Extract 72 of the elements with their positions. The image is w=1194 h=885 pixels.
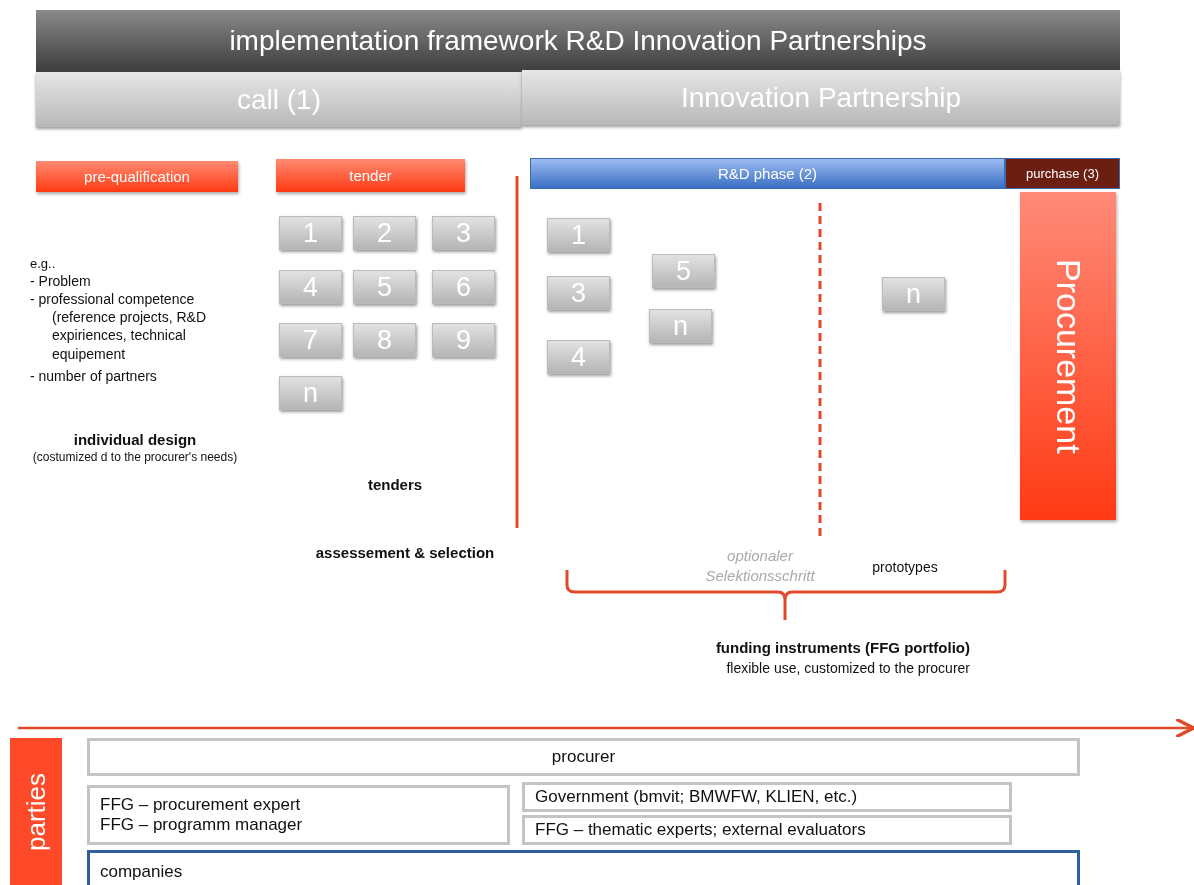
numbered-tile: [547, 218, 610, 252]
annotation-text: - Problem: [30, 272, 92, 291]
node-text: purchase (3): [1026, 166, 1099, 181]
phase-header: [522, 70, 1120, 125]
numbered-tile: [432, 270, 495, 304]
annotation-text: - number of partners: [30, 367, 158, 386]
phase-step-bar: [36, 161, 238, 192]
node-text: 6: [456, 271, 471, 303]
procurement-bar: [1020, 192, 1116, 520]
node-text: 2: [377, 217, 392, 249]
party-box: [87, 738, 1080, 776]
annotation-text: individual design: [72, 430, 198, 450]
node-text: 4: [571, 341, 586, 373]
node-text: n: [673, 310, 688, 342]
phase-step-bar: [530, 158, 1005, 189]
phase-header: [36, 72, 522, 127]
node-text: FFG – thematic experts; external evaluators: [535, 820, 866, 840]
node-text: FFG – procurement expert: [100, 795, 301, 815]
node-text: 8: [377, 324, 392, 356]
annotation-text: tenders: [366, 475, 424, 495]
party-box: [522, 815, 1012, 845]
numbered-tile: [432, 323, 495, 357]
node-text: FFG – programm manager: [100, 815, 303, 835]
node-text: n: [303, 377, 318, 409]
numbered-tile: [353, 323, 416, 357]
numbered-tile: [279, 216, 342, 250]
node-text: pre-qualification: [84, 168, 190, 185]
numbered-tile: [279, 270, 342, 304]
party-box: [87, 850, 1080, 885]
title-bar: implementation framework R&D Innovation Partnerships: [36, 10, 1120, 72]
numbered-tile: [652, 254, 715, 288]
node-text: Innovation Partnership: [680, 81, 962, 114]
node-text: 5: [377, 271, 392, 303]
node-text: Procurement: [1048, 258, 1088, 454]
numbered-tile: [432, 216, 495, 250]
annotation-text: prototypes: [871, 558, 939, 577]
numbered-tile: [882, 277, 945, 311]
node-text: 7: [303, 324, 318, 356]
node-text: 3: [456, 217, 471, 249]
annotation-text: (costumized d to the procurer's needs): [31, 450, 239, 466]
node-text: procurer: [551, 747, 616, 767]
party-box: [522, 782, 1012, 812]
numbered-tile: [649, 309, 712, 343]
annotation-text: optionaler Selektionsschritt: [704, 546, 816, 585]
node-text: Government (bmvit; BMWFW, KLIEN, etc.): [535, 787, 858, 807]
node-text: companies: [100, 861, 183, 882]
numbered-tile: [279, 323, 342, 357]
node-text: parties: [20, 772, 52, 851]
parties-bar: [10, 738, 62, 885]
node-text: 4: [303, 271, 318, 303]
node-text: call (1): [237, 83, 321, 116]
node-text: 5: [676, 255, 691, 287]
node-text: R&D phase (2): [717, 165, 818, 182]
node-text: n: [906, 278, 921, 310]
node-text: 1: [303, 217, 318, 249]
node-text: 1: [571, 219, 586, 251]
numbered-tile: [547, 340, 610, 374]
phase-step-bar: [1005, 158, 1120, 189]
annotation-text: assessement & selection: [314, 543, 496, 563]
annotation-text: flexible use, customized to the procurer: [725, 659, 970, 678]
annotation-text: funding instruments (FFG portfolio): [714, 638, 970, 658]
party-box: [87, 785, 510, 845]
numbered-tile: [353, 270, 416, 304]
annotation-text: e.g..: [30, 256, 57, 273]
node-text: 3: [571, 277, 586, 309]
phase-step-bar: [276, 159, 465, 192]
annotation-text: - professional competence (reference projects, R&D expiriences, technical equipement: [30, 290, 208, 363]
node-text: tender: [349, 167, 392, 184]
numbered-tile: [353, 216, 416, 250]
numbered-tile: [547, 276, 610, 310]
numbered-tile: [279, 376, 342, 410]
node-text: 9: [456, 324, 471, 356]
